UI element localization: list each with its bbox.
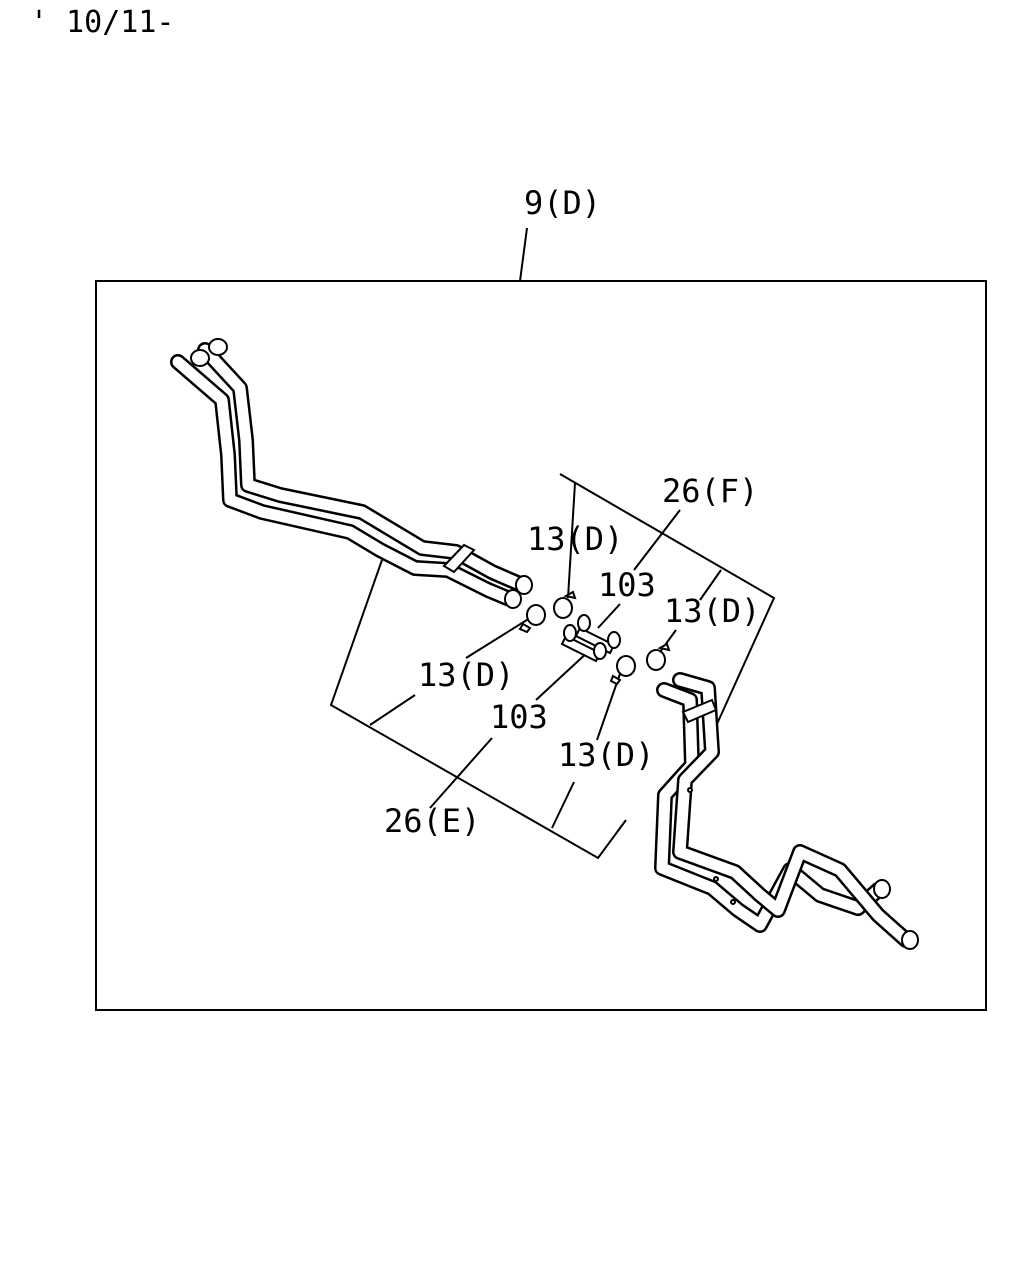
right-hose — [654, 672, 919, 950]
date-code: ' 10/11- — [30, 5, 175, 40]
hose-e-leader — [429, 737, 493, 809]
clamp-label-right: 13(D) — [664, 592, 760, 630]
pipe-label-lower: 103 — [490, 698, 548, 736]
assembly-label: 9(D) — [524, 184, 601, 222]
clamp-label-upper: 13(D) — [527, 520, 623, 558]
left-hose — [170, 338, 533, 609]
clamp-left-leader-2 — [369, 694, 416, 726]
hose-f-leader — [633, 509, 681, 571]
clamp-parts — [518, 590, 671, 686]
pipe-label-upper: 103 — [598, 566, 656, 604]
pipe-lower-leader — [535, 649, 591, 701]
clamp-label-lower: 13(D) — [558, 736, 654, 774]
connector-pipes — [560, 614, 621, 663]
hose-f-label: 26(F) — [662, 472, 758, 510]
clamp-left-leader — [465, 617, 531, 659]
assembly-leader — [519, 227, 528, 282]
clamp-upper-leader — [567, 482, 576, 599]
clamp-lower-leader-2 — [551, 781, 575, 829]
assembly-frame — [95, 280, 987, 1011]
pipe-upper-leader — [597, 603, 621, 629]
clamp-right-leader — [699, 569, 722, 601]
hose-kit-outline — [329, 473, 776, 860]
hose-e-label: 26(E) — [384, 802, 480, 840]
clamp-label-left: 13(D) — [418, 656, 514, 694]
